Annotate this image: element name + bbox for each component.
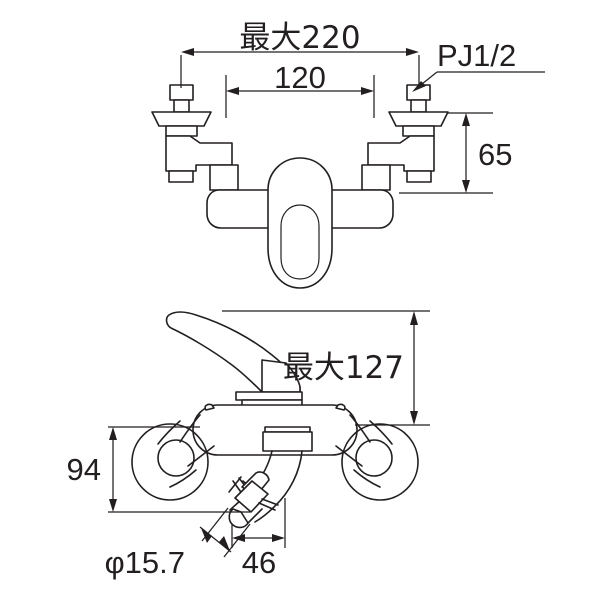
left-union-collar: [165, 125, 198, 137]
left-union-stem: [173, 99, 190, 113]
side-body-nub-right: [335, 403, 346, 411]
spout-swivel-collar: [262, 431, 313, 452]
spout-inner-curve: [254, 450, 303, 523]
arrow-94-top: [109, 427, 117, 440]
arrow-220-right: [406, 48, 419, 56]
aerator-barrel: [234, 480, 269, 513]
aerator-key-right: [261, 498, 279, 506]
pj-leader-arrow: [412, 81, 426, 92]
right-riser: [361, 164, 391, 191]
right-escutcheon-flange: [388, 111, 449, 127]
ext-line-phi-lower: [223, 523, 251, 558]
aerator-outlet: [228, 508, 249, 529]
dim-label-max-220: 最大220: [239, 20, 360, 56]
dim-label-phi-15-7: φ15.7: [105, 545, 185, 580]
side-left-escutcheon-inner: [157, 439, 195, 477]
side-view: 最大127 94 φ15.7 46: [67, 310, 430, 580]
dim-label-max-127: 最大127: [283, 350, 404, 386]
front-lever-inner-oval: [280, 204, 320, 280]
side-left-arm-lower-edge: [187, 445, 215, 467]
left-union-end-cap: [168, 170, 194, 183]
arrow-127-bottom: [410, 411, 418, 425]
arrow-220-left: [181, 48, 194, 56]
aerator-outlet-edge: [247, 508, 263, 524]
arrow-65-top: [462, 113, 470, 126]
side-left-union-link-a: [157, 420, 181, 445]
front-lever-body: [267, 157, 333, 289]
side-left-union-link-b: [169, 469, 197, 488]
side-body-nub-left: [204, 403, 215, 411]
arrow-94-bottom: [109, 499, 117, 512]
aerator-key-right-2: [258, 502, 276, 511]
dim-label-120: 120: [274, 60, 326, 95]
arrow-phi-lower: [219, 536, 230, 551]
spout-aerator: [228, 471, 279, 529]
arrow-120-right: [361, 87, 374, 95]
aerator-wing-upper-edge: [228, 476, 242, 493]
left-escutcheon-flange: [151, 111, 212, 127]
side-right-arm-lower-edge: [335, 445, 363, 467]
side-cartridge-collar: [235, 391, 303, 401]
side-right-union-link-b: [353, 469, 381, 488]
arrow-120-left: [226, 87, 239, 95]
dim-label-46: 46: [242, 545, 276, 580]
side-right-escutcheon-inner: [355, 439, 393, 477]
arrow-127-top: [410, 311, 418, 325]
side-left-escutcheon-outer: [131, 423, 209, 501]
dim-label-94: 94: [67, 452, 101, 487]
arrow-phi-upper: [201, 528, 212, 543]
side-lever-hub: [261, 359, 301, 393]
front-view: 最大220 120 PJ1/2 65: [151, 20, 545, 289]
callout-label-pj-thread: PJ1/2: [437, 38, 516, 73]
side-right-escutcheon-outer: [341, 423, 419, 501]
dim-label-65: 65: [478, 137, 512, 172]
right-union-collar: [402, 125, 435, 137]
right-union-end-cap: [406, 170, 432, 183]
arrow-46-right: [272, 534, 285, 542]
left-wall-union: [151, 84, 239, 191]
arrow-46-left: [232, 534, 245, 542]
side-right-union-link-a: [369, 420, 393, 445]
left-union-nut: [169, 84, 194, 101]
left-riser: [209, 164, 239, 191]
arrow-65-bottom: [462, 180, 470, 193]
right-wall-union: [361, 84, 449, 191]
right-union-stem: [410, 99, 427, 113]
